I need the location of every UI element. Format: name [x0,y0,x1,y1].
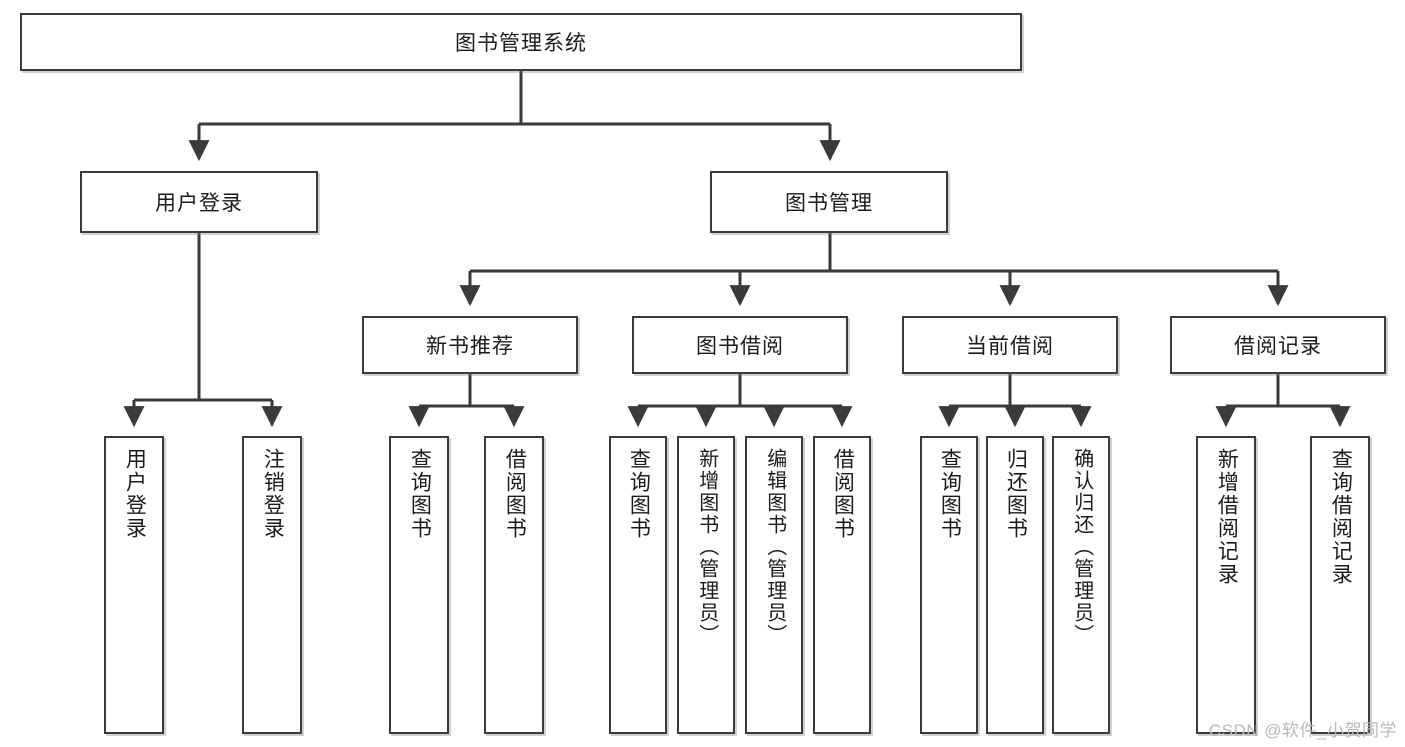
node-leaf-query-borrow-record[interactable]: 查询借阅记录 [1310,436,1370,734]
node-root-label: 图书管理系统 [455,32,587,55]
node-current-borrow-label: 当前借阅 [966,335,1054,358]
node-leaf-query-book-borrow-label: 查询图书 [627,448,651,540]
node-leaf-add-book-admin[interactable]: 新增图书（管理员） [677,436,735,734]
node-book-manage-label: 图书管理 [785,192,873,215]
node-leaf-borrow-book[interactable]: 借阅图书 [813,436,871,734]
node-leaf-return-book-label: 归还图书 [1004,448,1028,540]
node-root[interactable]: 图书管理系统 [20,13,1022,71]
node-book-manage[interactable]: 图书管理 [710,171,948,233]
node-leaf-logout-login-label: 注销登录 [261,448,285,540]
node-borrow-record[interactable]: 借阅记录 [1170,316,1386,374]
node-leaf-add-book-admin-label: 新增图书（管理员） [695,448,718,646]
node-book-borrow-label: 图书借阅 [696,335,784,358]
node-leaf-user-login[interactable]: 用户登录 [104,436,164,734]
node-leaf-query-book-recommend-label: 查询图书 [408,448,432,540]
node-leaf-borrow-book-recommend-label: 借阅图书 [503,448,527,540]
node-leaf-query-book-current[interactable]: 查询图书 [920,436,978,734]
node-leaf-add-borrow-record-label: 新增借阅记录 [1215,448,1239,586]
node-leaf-borrow-book-recommend[interactable]: 借阅图书 [484,436,544,734]
node-leaf-user-login-label: 用户登录 [123,448,147,540]
node-leaf-query-book-current-label: 查询图书 [938,448,962,540]
node-new-book-recommend[interactable]: 新书推荐 [362,316,578,374]
node-user-login-label: 用户登录 [155,192,243,215]
node-leaf-query-book-borrow[interactable]: 查询图书 [609,436,667,734]
node-leaf-confirm-return-admin-label: 确认归还（管理员） [1070,448,1093,646]
node-user-login[interactable]: 用户登录 [80,171,318,233]
node-leaf-query-borrow-record-label: 查询借阅记录 [1329,448,1353,586]
node-leaf-logout-login[interactable]: 注销登录 [242,436,302,734]
node-new-book-recommend-label: 新书推荐 [426,335,514,358]
node-leaf-edit-book-admin-label: 编辑图书（管理员） [763,448,786,646]
node-leaf-query-book-recommend[interactable]: 查询图书 [389,436,449,734]
node-book-borrow[interactable]: 图书借阅 [632,316,848,374]
node-leaf-borrow-book-label: 借阅图书 [831,448,855,540]
node-borrow-record-label: 借阅记录 [1234,335,1322,358]
node-leaf-confirm-return-admin[interactable]: 确认归还（管理员） [1052,436,1110,734]
node-leaf-return-book[interactable]: 归还图书 [986,436,1044,734]
node-current-borrow[interactable]: 当前借阅 [902,316,1118,374]
node-leaf-edit-book-admin[interactable]: 编辑图书（管理员） [745,436,803,734]
node-leaf-add-borrow-record[interactable]: 新增借阅记录 [1196,436,1256,734]
csdn-watermark: CSDN @软件_小贺同学 [1208,721,1397,740]
